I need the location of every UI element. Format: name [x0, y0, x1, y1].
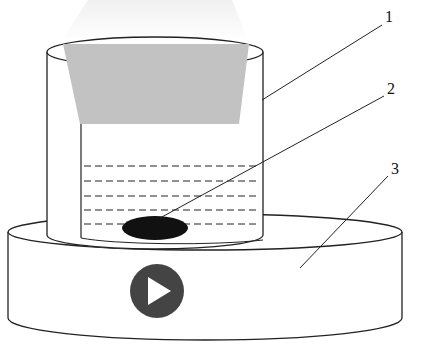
- power-button: [130, 264, 184, 318]
- leader-lines: [160, 25, 388, 268]
- light-rays: [62, 0, 248, 40]
- beaker-inner-wall: [80, 112, 81, 238]
- beaker-inner-bottom: [81, 238, 263, 244]
- liquid-lines: [84, 166, 258, 224]
- callout-number: 3: [390, 160, 400, 178]
- callout-number: 2: [386, 80, 396, 98]
- play-triangle: [148, 277, 171, 305]
- callout-number: 1: [384, 8, 394, 26]
- light-beam: [63, 44, 249, 124]
- stir-bar: [122, 216, 188, 240]
